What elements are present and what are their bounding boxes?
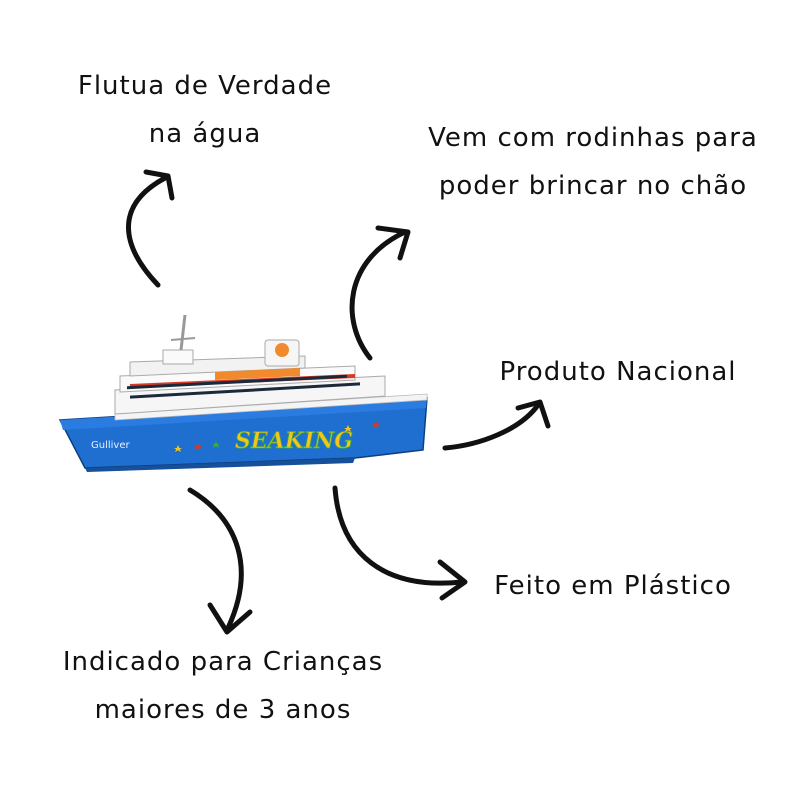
callout-floats-line1: Flutua de Verdade: [77, 71, 333, 101]
arrow-to-age-icon: [187, 487, 253, 635]
callout-plastic: Feito em Plástico: [478, 562, 748, 610]
callout-age-line2: maiores de 3 anos: [94, 695, 352, 725]
callout-floats-line2: na água: [148, 119, 262, 149]
callout-national-text: Produto Nacional: [499, 357, 737, 387]
callout-plastic-text: Feito em Plástico: [494, 571, 732, 601]
callout-wheels: Vem com rodinhas para poder brincar no c…: [408, 114, 778, 210]
callout-age-line1: Indicado para Crianças: [62, 647, 384, 677]
arrow-to-national-icon: [442, 399, 551, 451]
ship-windows: [127, 374, 360, 399]
ship-bridge: [162, 349, 194, 365]
callout-wheels-line1: Vem com rodinhas para: [428, 123, 758, 153]
callout-wheels-line2: poder brincar no chão: [438, 171, 748, 201]
arrow-to-wheels-icon: [349, 225, 411, 361]
callout-national: Produto Nacional: [478, 348, 758, 396]
arrow-to-floats-icon: [126, 169, 175, 288]
arrow-to-plastic-icon: [332, 485, 468, 601]
callout-floats: Flutua de Verdade na água: [50, 62, 360, 158]
brand-label: Gulliver: [91, 440, 130, 451]
product-logo: SEAKING: [235, 428, 353, 454]
ferry-ship-toy: Gulliver SEAKING: [58, 314, 428, 472]
callout-age: Indicado para Crianças maiores de 3 anos: [28, 638, 418, 734]
star-decorations: [174, 421, 380, 452]
